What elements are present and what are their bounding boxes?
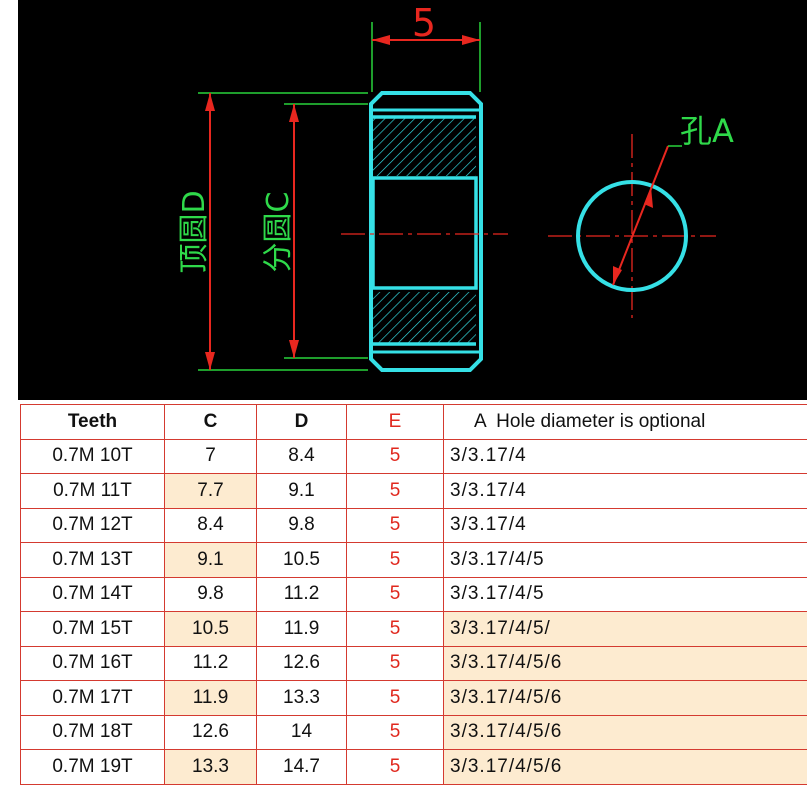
outer-diameter-dimension: 顶圆D <box>177 92 368 371</box>
cell-e: 5 <box>346 576 444 612</box>
outer-diameter-label: 顶圆D <box>177 190 212 273</box>
cell-c: 7 <box>164 438 257 474</box>
cell-a: 3/3.17/4/5/6 <box>443 714 807 750</box>
header-c: C <box>164 404 257 440</box>
cell-e: 5 <box>346 714 444 750</box>
cell-d: 11.9 <box>256 611 347 647</box>
cell-e: 5 <box>346 542 444 578</box>
cell-a: 3/3.17/4/5/6 <box>443 645 807 681</box>
cell-d: 11.2 <box>256 576 347 612</box>
table-header-row: Teeth C D E A Hole diameter is optional <box>20 404 807 440</box>
cell-teeth: 0.7M 11T <box>20 473 165 509</box>
cell-c: 13.3 <box>164 749 257 785</box>
hole-label: 孔A <box>680 112 734 150</box>
cell-teeth: 0.7M 10T <box>20 438 165 474</box>
cell-c: 11.9 <box>164 680 257 716</box>
cell-c: 8.4 <box>164 507 257 543</box>
cell-d: 10.5 <box>256 542 347 578</box>
cell-a: 3/3.17/4/5 <box>443 576 807 612</box>
header-d: D <box>256 404 347 440</box>
cell-e: 5 <box>346 473 444 509</box>
cell-c: 9.1 <box>164 542 257 578</box>
cad-drawing: 5 顶圆D 分 <box>18 0 807 400</box>
cell-c: 10.5 <box>164 611 257 647</box>
cell-a: 3/3.17/4/5/ <box>443 611 807 647</box>
cell-a: 3/3.17/4/5/6 <box>443 749 807 785</box>
pitch-diameter-dimension: 分圆C <box>261 103 368 359</box>
cell-teeth: 0.7M 15T <box>20 611 165 647</box>
cell-e: 5 <box>346 749 444 785</box>
cell-e: 5 <box>346 438 444 474</box>
cell-e: 5 <box>346 680 444 716</box>
cell-a: 3/3.17/4/5/6 <box>443 680 807 716</box>
cell-e: 5 <box>346 645 444 681</box>
cell-d: 8.4 <box>256 438 347 474</box>
header-e: E <box>346 404 444 440</box>
cell-a: 3/3.17/4 <box>443 473 807 509</box>
cell-teeth: 0.7M 12T <box>20 507 165 543</box>
width-dimension: 5 <box>371 1 481 92</box>
cell-teeth: 0.7M 17T <box>20 680 165 716</box>
header-teeth: Teeth <box>20 404 165 440</box>
pitch-diameter-label: 分圆C <box>261 192 296 273</box>
cell-a: 3/3.17/4 <box>443 438 807 474</box>
cell-d: 9.1 <box>256 473 347 509</box>
cell-c: 12.6 <box>164 714 257 750</box>
cell-a: 3/3.17/4 <box>443 507 807 543</box>
cell-a: 3/3.17/4/5 <box>443 542 807 578</box>
cell-teeth: 0.7M 13T <box>20 542 165 578</box>
spec-table: Teeth C D E A Hole diameter is optional … <box>20 404 807 785</box>
hole-view: 孔A <box>548 112 734 318</box>
cell-d: 12.6 <box>256 645 347 681</box>
header-a: A Hole diameter is optional <box>443 404 807 440</box>
cell-d: 13.3 <box>256 680 347 716</box>
cell-c: 7.7 <box>164 473 257 509</box>
cell-teeth: 0.7M 14T <box>20 576 165 612</box>
cell-teeth: 0.7M 18T <box>20 714 165 750</box>
cell-teeth: 0.7M 16T <box>20 645 165 681</box>
cell-d: 14.7 <box>256 749 347 785</box>
cell-d: 14 <box>256 714 347 750</box>
cell-c: 11.2 <box>164 645 257 681</box>
cell-teeth: 0.7M 19T <box>20 749 165 785</box>
cell-c: 9.8 <box>164 576 257 612</box>
cell-e: 5 <box>346 611 444 647</box>
pulley-section <box>341 91 508 372</box>
cell-e: 5 <box>346 507 444 543</box>
width-label: 5 <box>412 1 436 45</box>
cell-d: 9.8 <box>256 507 347 543</box>
